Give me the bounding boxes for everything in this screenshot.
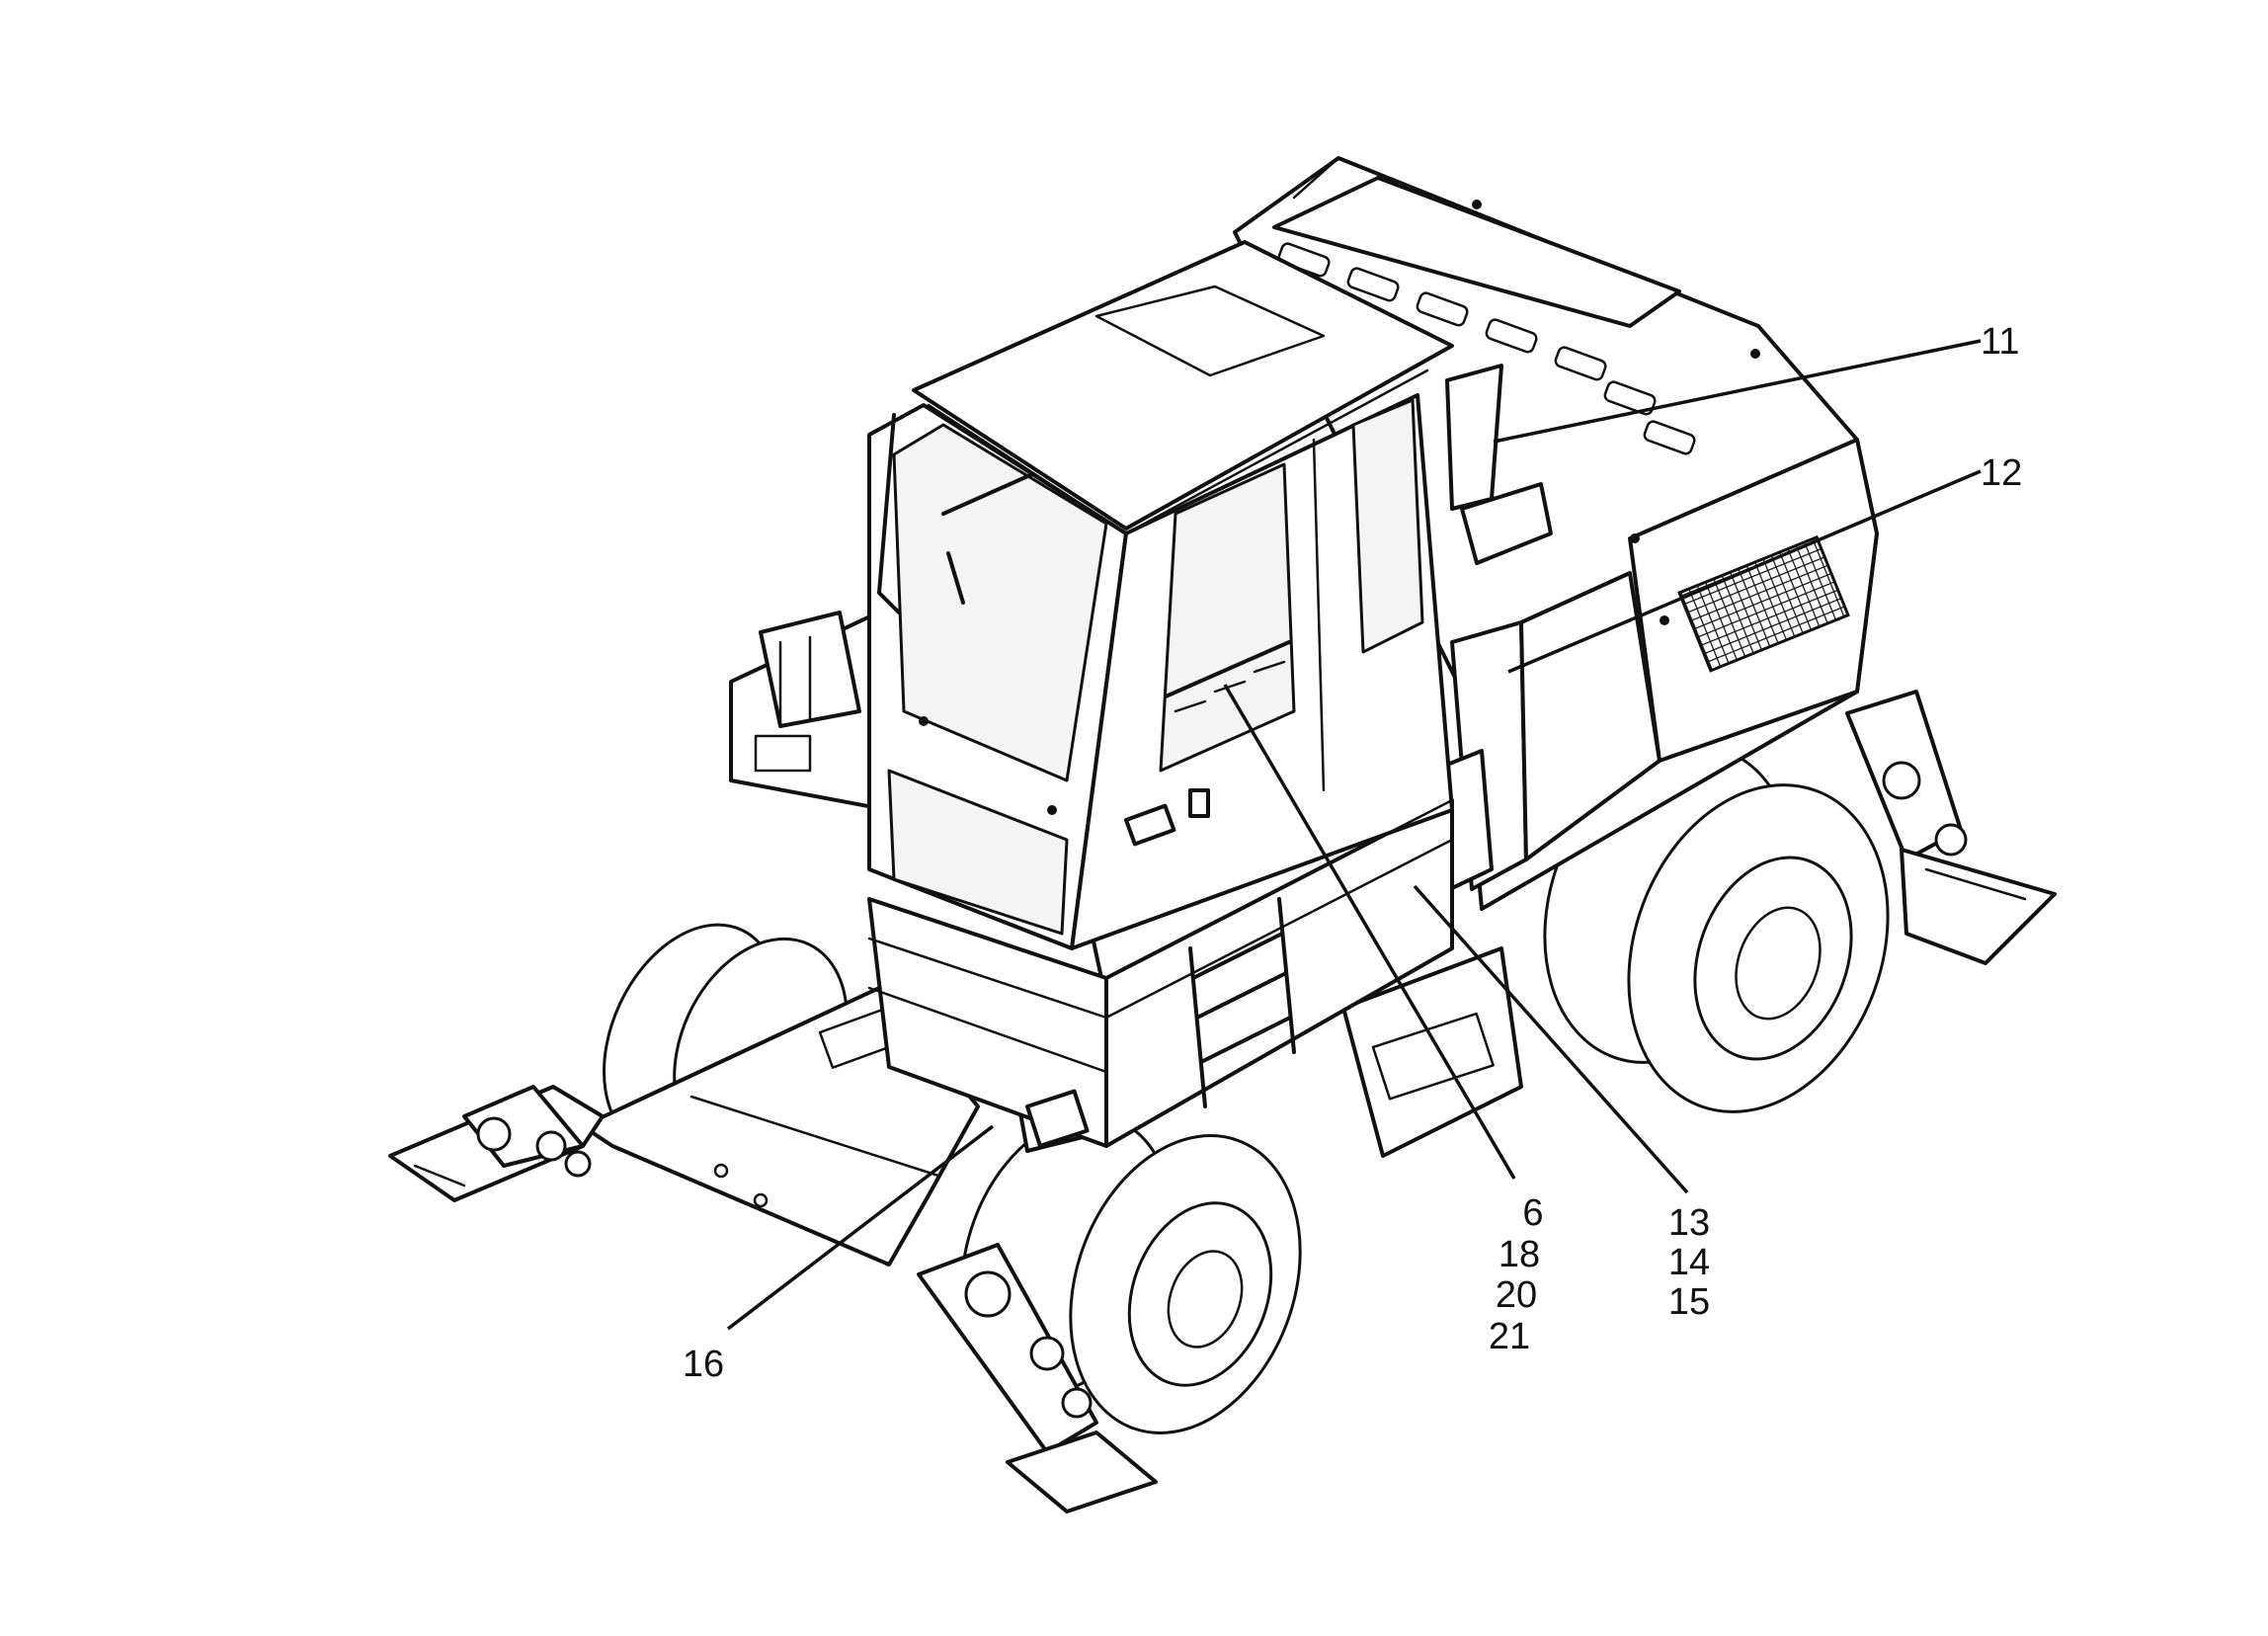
operator-cab: [867, 240, 1454, 980]
callout-21: 21: [1489, 1316, 1530, 1357]
rear-wheels: [1543, 744, 1890, 1113]
callout-13: 13: [1668, 1202, 1710, 1244]
rear-right-outrigger: [1845, 690, 2057, 965]
callout-20: 20: [1496, 1274, 1537, 1316]
leader-line-11: [1493, 339, 1982, 444]
engine-cover-slots: [1277, 242, 1696, 455]
leader-line-16: [726, 1124, 995, 1331]
callout-15: 15: [1668, 1281, 1710, 1323]
callout-16: 16: [683, 1344, 724, 1385]
callout-labels: 11 12 6 18 20 21 13 14 15 16: [683, 321, 2022, 1385]
excavator-illustration: [388, 156, 2057, 1513]
front-blade: [388, 986, 980, 1267]
leader-line-6: [1223, 684, 1516, 1180]
leader-lines: [726, 339, 1982, 1331]
callout-18: 18: [1498, 1234, 1540, 1275]
leader-line-12: [1507, 469, 1982, 674]
callout-11: 11: [1981, 321, 2019, 363]
front-right-outrigger: [917, 1243, 1158, 1513]
callout-12: 12: [1981, 452, 2022, 494]
leader-line-13: [1413, 884, 1689, 1194]
callout-14: 14: [1668, 1242, 1710, 1283]
cab-lower-body: [867, 798, 1454, 1148]
callout-6: 6: [1522, 1192, 1543, 1234]
